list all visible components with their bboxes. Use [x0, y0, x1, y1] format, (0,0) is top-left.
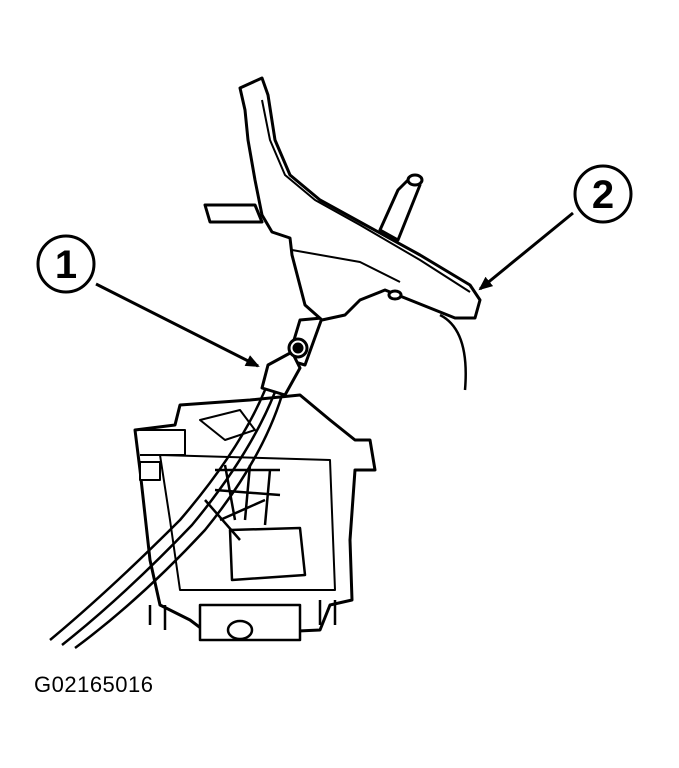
bulb-socket-connector — [260, 337, 309, 397]
shift-indicator-bezel — [203, 76, 482, 391]
callout-2-arrow — [478, 211, 574, 291]
callout-1-label: 1 — [55, 243, 77, 287]
shifter-housing — [133, 393, 377, 642]
figure-id: G02165016 — [34, 672, 154, 697]
callout-1-arrow — [95, 282, 260, 368]
callout-2-label: 2 — [592, 173, 614, 217]
wire-harness — [49, 389, 284, 650]
callout-2: 2 — [478, 164, 633, 291]
callout-1: 1 — [36, 234, 260, 368]
